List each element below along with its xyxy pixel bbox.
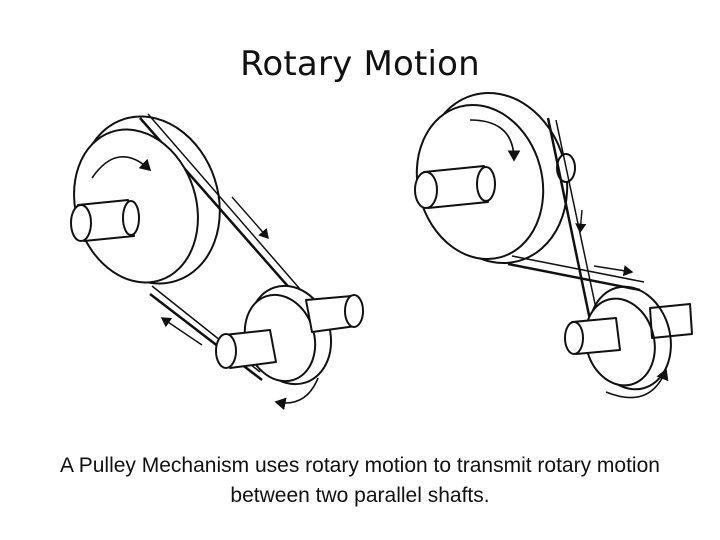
- crossed-belt-strand-b: [507, 262, 641, 292]
- crossed-belt-diagram: [414, 91, 693, 399]
- belt-direction-arrow-down: [231, 196, 269, 240]
- crossed-belt-strand-a: [546, 117, 592, 321]
- slide-title: Rotary Motion: [240, 44, 480, 84]
- small-pulley-rotation-arrow-crossed: [605, 368, 669, 399]
- large-pulley-shaft-crossed: [414, 165, 496, 209]
- large-pulley-rotation-arrow: [91, 155, 152, 179]
- large-pulley-rotation-arrow-crossed: [469, 119, 521, 162]
- pulley-diagrams: [70, 91, 693, 411]
- belt-direction-arrow-crossed-b: [575, 209, 587, 234]
- small-pulley-rotation-arrow: [274, 377, 319, 411]
- slide-caption: A Pulley Mechanism uses rotary motion to…: [60, 454, 660, 507]
- belt-direction-arrow-crossed-a: [593, 265, 634, 277]
- small-pulley-shaft: [215, 294, 364, 369]
- open-belt-diagram: [70, 113, 364, 411]
- small-pulley-shaft-crossed: [564, 303, 693, 355]
- large-pulley-shaft: [70, 199, 140, 242]
- belt-direction-arrow-up: [160, 317, 203, 346]
